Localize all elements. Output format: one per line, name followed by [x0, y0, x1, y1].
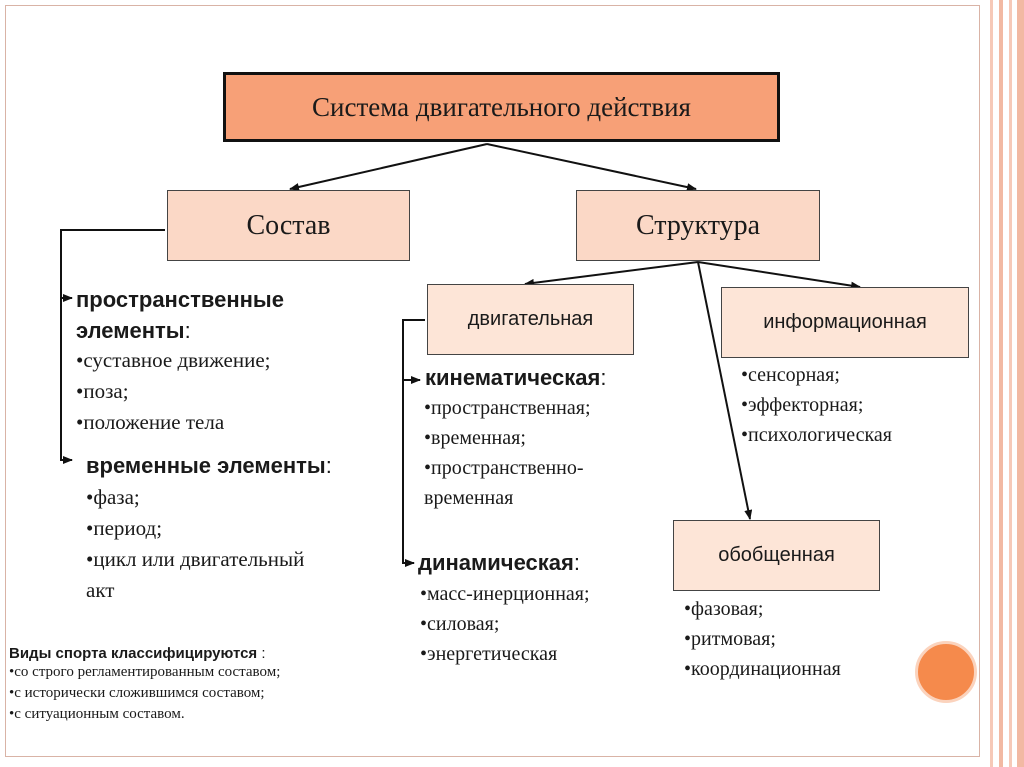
list-item: •психологическая [741, 424, 892, 446]
dynamic-list: •масс-инерционная; •силовая; •энергетиче… [420, 579, 590, 669]
list-item: •положение тела [76, 410, 225, 434]
bracket-sostav [60, 229, 165, 464]
spatial-heading: пространственные элементы: [76, 284, 284, 346]
dynamic-heading-colon: : [573, 550, 580, 575]
list-item: •сенсорная; [741, 364, 840, 386]
struktura-label: Структура [635, 209, 761, 241]
list-item: •силовая; [420, 613, 500, 635]
list-item: •энергетическая [420, 643, 558, 665]
temporal-list: •фаза; •период; •цикл или двигательный а… [86, 482, 304, 606]
list-item: •период; [86, 516, 163, 540]
sostav-box: Состав [167, 190, 410, 261]
list-item: временная [424, 487, 514, 509]
list-item: •цикл или двигательный [86, 547, 305, 571]
note-heading-row: Виды спорта классифицируются : [9, 645, 280, 662]
spatial-heading-line1: пространственные [76, 287, 284, 312]
spatial-heading-colon: : [184, 318, 191, 343]
general-label: обобщенная [718, 544, 835, 566]
dynamic-heading-text: динамическая [418, 550, 574, 575]
arrow-to-struktura [486, 143, 697, 192]
title-text: Система двигательного действия [312, 91, 691, 122]
general-list: •фазовая; •ритмовая; •координационная [684, 594, 841, 684]
list-item: •со строго регламентированным составом; [9, 664, 281, 680]
sostav-label: Состав [246, 209, 331, 241]
list-item: •фаза; [86, 485, 140, 509]
info-list: •сенсорная; •эффекторная; •психологическ… [741, 360, 892, 450]
kinematic-heading-text: кинематическая [425, 365, 601, 390]
motor-label: двигательная [467, 308, 594, 330]
arrow-to-sostav [289, 143, 488, 191]
list-item: •временная; [424, 427, 526, 449]
list-item: акт [86, 578, 115, 602]
slide-frame [5, 5, 980, 757]
list-item: •пространственная; [424, 397, 591, 419]
list-item: •ритмовая; [684, 628, 776, 650]
list-item: •пространственно- [424, 457, 584, 479]
spatial-list: •суставное движение; •поза; •положение т… [76, 345, 270, 438]
decorative-stripes [984, 0, 1024, 767]
kinematic-heading-colon: : [600, 365, 607, 390]
motor-box: двигательная [427, 284, 634, 355]
spatial-heading-line2-wrap: элементы: [76, 315, 284, 346]
decorative-circle [915, 641, 977, 703]
info-label: информационная [763, 311, 927, 333]
kinematic-list: •пространственная; •временная; •простран… [424, 393, 591, 513]
temporal-heading-text: временные элементы [86, 453, 326, 478]
arrow-to-dvig [524, 261, 699, 287]
kinematic-heading: кинематическая: [425, 365, 606, 391]
info-box: информационная [721, 287, 969, 358]
arrow-to-obob [697, 261, 753, 520]
temporal-heading-colon: : [325, 453, 332, 478]
spatial-heading-line2: элементы [76, 318, 185, 343]
list-item: •эффекторная; [741, 394, 864, 416]
note-heading: Виды спорта классифицируются [9, 645, 258, 662]
dynamic-heading: динамическая: [418, 550, 580, 576]
sport-classification-note: Виды спорта классифицируются : •со строг… [9, 645, 280, 725]
list-item: •с исторически сложившимся составом; [9, 685, 265, 701]
bracket-dvig [402, 319, 425, 567]
struktura-box: Структура [576, 190, 820, 261]
list-item: •масс-инерционная; [420, 583, 590, 605]
general-box: обобщенная [673, 520, 880, 591]
temporal-heading: временные элементы: [86, 453, 332, 479]
list-item: •фазовая; [684, 598, 764, 620]
arrow-to-info [697, 261, 861, 290]
title-box: Система двигательного действия [223, 72, 780, 142]
list-item: •с ситуационным составом. [9, 706, 185, 722]
note-heading-colon: : [257, 645, 266, 662]
list-item: •суставное движение; [76, 348, 271, 372]
list-item: •поза; [76, 379, 129, 403]
list-item: •координационная [684, 658, 841, 680]
